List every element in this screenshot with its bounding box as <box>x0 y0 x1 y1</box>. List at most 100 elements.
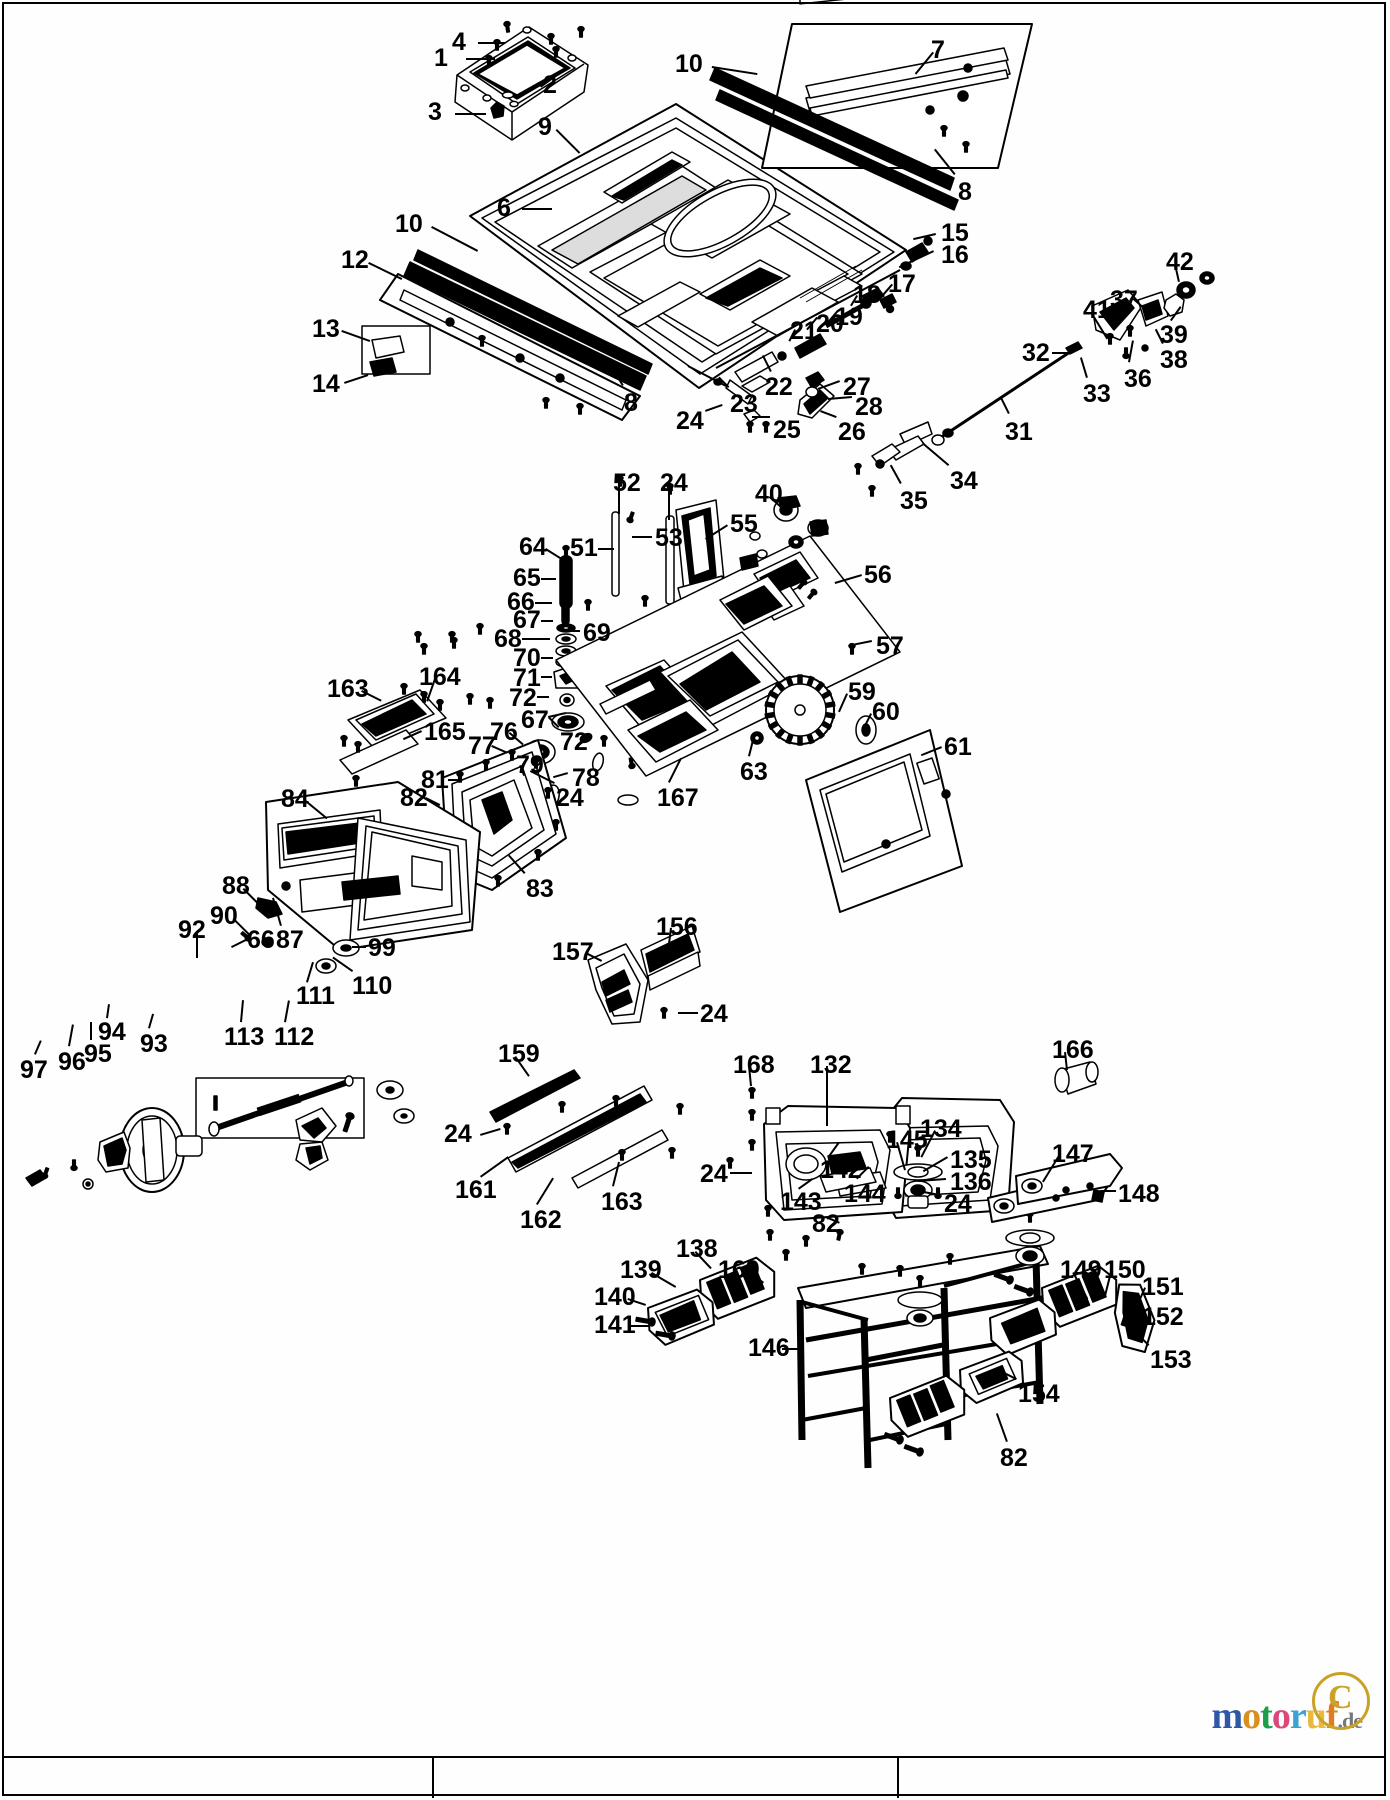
callout-146: 146 <box>748 1334 790 1362</box>
callout-163: 163 <box>601 1188 643 1216</box>
callout-65: 65 <box>513 564 541 592</box>
callout-168: 168 <box>733 1051 775 1079</box>
callout-81: 81 <box>421 766 449 794</box>
callout-167: 167 <box>657 784 699 812</box>
callout-95: 95 <box>84 1040 112 1068</box>
leader-line-24 <box>730 1172 752 1174</box>
callout-165: 165 <box>424 718 466 746</box>
callout-77: 77 <box>468 732 496 760</box>
footer-title-block <box>2 1756 1386 1798</box>
callout-78: 78 <box>572 764 600 792</box>
callout-166: 166 <box>1052 1036 1094 1064</box>
callout-157: 157 <box>552 938 594 966</box>
callout-148: 148 <box>1118 1180 1160 1208</box>
leader-line-32 <box>1052 352 1068 354</box>
callout-31: 31 <box>1005 418 1033 446</box>
callout-84: 84 <box>281 785 309 813</box>
callout-40: 40 <box>755 480 783 508</box>
callout-142: 142 <box>820 1156 862 1184</box>
callout-169: 169 <box>718 1256 760 1284</box>
callout-82: 82 <box>812 1210 840 1238</box>
callout-34: 34 <box>950 467 978 495</box>
callout-110: 110 <box>352 972 393 1000</box>
callout-66: 66 <box>247 926 275 954</box>
callout-92: 92 <box>178 916 206 944</box>
callout-21: 21 <box>790 317 818 345</box>
callout-83: 83 <box>526 875 554 903</box>
leader-line-3 <box>455 113 486 115</box>
callout-88: 88 <box>222 872 250 900</box>
callout-136: 136 <box>950 1168 992 1196</box>
callout-149: 149 <box>1060 1256 1102 1284</box>
leader-line-72 <box>537 696 549 698</box>
callout-37: 37 <box>1110 286 1138 314</box>
leader-line-68 <box>522 638 550 640</box>
callout-72: 72 <box>509 684 537 712</box>
callout-135: 135 <box>950 1146 992 1174</box>
callout-64: 64 <box>519 533 547 561</box>
callout-52: 52 <box>613 469 641 497</box>
callout-143: 143 <box>780 1188 822 1216</box>
leader-line-67 <box>541 620 553 622</box>
callout-112: 112 <box>274 1023 315 1051</box>
callout-35: 35 <box>900 487 928 515</box>
callout-164: 164 <box>419 663 461 691</box>
callout-153: 153 <box>1150 1346 1192 1374</box>
callout-156: 156 <box>656 913 698 941</box>
callout-150: 150 <box>1104 1256 1146 1284</box>
callout-24: 24 <box>556 784 584 812</box>
callout-16: 16 <box>941 241 969 269</box>
callout-67: 67 <box>521 706 549 734</box>
callout-151: 151 <box>1142 1273 1184 1301</box>
callout-93: 93 <box>140 1030 168 1058</box>
callout-8: 8 <box>958 178 972 206</box>
callout-38: 38 <box>1160 346 1188 374</box>
callout-2: 2 <box>543 71 557 99</box>
callout-94: 94 <box>98 1018 126 1046</box>
footer-divider-1 <box>432 1758 434 1798</box>
callout-33: 33 <box>1083 380 1111 408</box>
callout-68: 68 <box>494 625 522 653</box>
callout-99: 99 <box>368 934 396 962</box>
callout-139: 139 <box>620 1256 662 1284</box>
leader-line-6 <box>522 208 552 210</box>
callout-42: 42 <box>1166 248 1194 276</box>
callout-140: 140 <box>594 1283 636 1311</box>
callout-55: 55 <box>730 510 758 538</box>
callout-17: 17 <box>888 270 916 298</box>
leader-line-4 <box>478 42 505 44</box>
callout-6: 6 <box>497 194 511 222</box>
callout-24: 24 <box>660 469 688 497</box>
callout-63: 63 <box>740 758 768 786</box>
callout-144: 144 <box>844 1180 886 1208</box>
callout-67: 67 <box>513 606 541 634</box>
callout-56: 56 <box>864 561 892 589</box>
callout-70: 70 <box>513 644 541 672</box>
leader-line-51 <box>598 548 614 550</box>
callout-10: 10 <box>395 210 423 238</box>
callout-69: 69 <box>583 619 611 647</box>
callout-7: 7 <box>931 36 945 64</box>
callout-66: 66 <box>507 588 535 616</box>
leader-line-70 <box>541 657 553 659</box>
callout-13: 13 <box>312 315 340 343</box>
callout-72: 72 <box>560 728 588 756</box>
callout-113: 113 <box>224 1023 265 1051</box>
callout-3: 3 <box>428 98 442 126</box>
callout-162: 162 <box>520 1206 562 1234</box>
leader-line-66 <box>535 602 552 604</box>
footer-divider-2 <box>897 1758 899 1798</box>
callout-141: 141 <box>594 1311 636 1339</box>
callout-79: 79 <box>516 751 544 779</box>
callout-24: 24 <box>444 1120 472 1148</box>
callout-59: 59 <box>848 678 876 706</box>
callout-152: 152 <box>1142 1303 1184 1331</box>
callout-23: 23 <box>730 390 758 418</box>
callout-15: 15 <box>941 219 969 247</box>
leader-line-65 <box>541 578 556 580</box>
callout-76: 76 <box>490 718 518 746</box>
callout-10: 10 <box>675 50 703 78</box>
callout-41: 41 <box>1083 296 1111 324</box>
callout-61: 61 <box>944 733 972 761</box>
